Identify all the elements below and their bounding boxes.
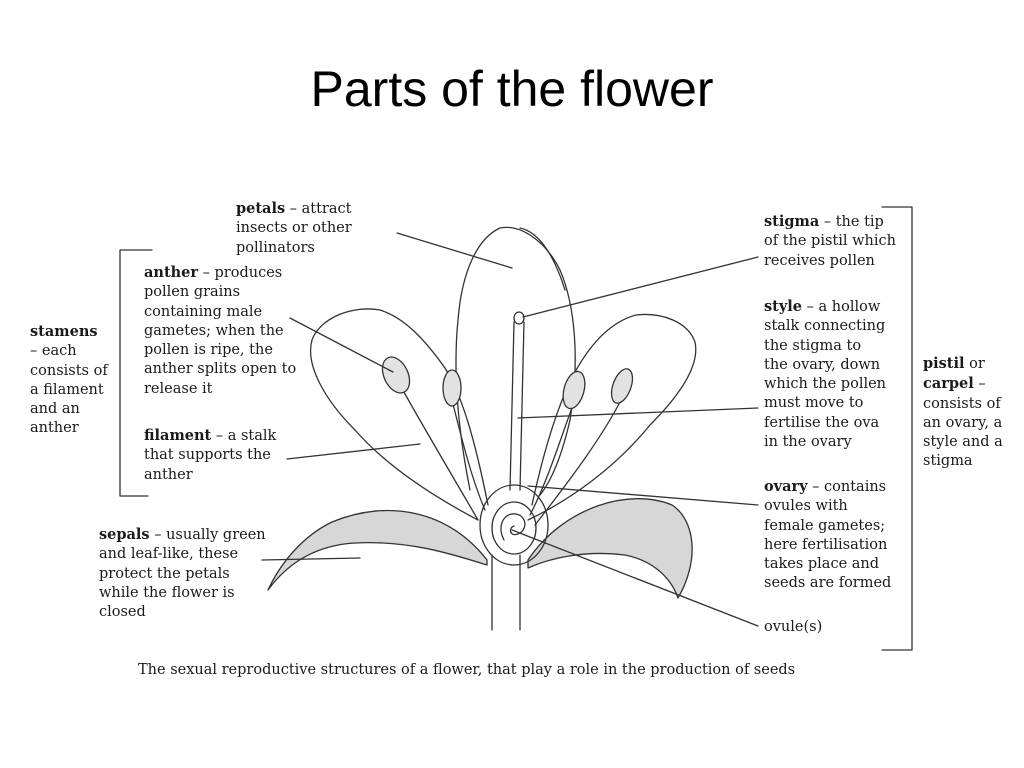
filament-1 — [399, 384, 479, 521]
pistil-bracket — [881, 206, 913, 651]
petal-centre — [455, 226, 576, 496]
label-anther: anther – produces pollen grains containi… — [144, 264, 297, 397]
pointer-ovule — [511, 529, 759, 627]
ovary — [479, 484, 549, 566]
stem — [491, 554, 521, 631]
filament-2 — [451, 399, 486, 511]
pointer-stigma — [522, 256, 759, 318]
anther-4 — [610, 368, 634, 404]
label-ovary: ovary – contains ovules with female game… — [764, 478, 892, 592]
label-pistil: pistil or carpel – consists of an ovary,… — [923, 355, 1003, 470]
label-petals: petals – attract insects or other pollin… — [236, 200, 352, 256]
label-stamens: stamens – each consists of a filament an… — [30, 323, 108, 437]
pointer-sepals — [261, 557, 361, 561]
anther-3 — [562, 370, 586, 410]
label-stigma: stigma – the tip of the pistil which rec… — [764, 213, 896, 269]
pointer-anther — [289, 317, 394, 373]
petal-left — [310, 308, 489, 521]
label-style: style – a hollow stalk connecting the st… — [764, 298, 887, 451]
filament-4 — [534, 401, 621, 526]
stigma — [513, 311, 525, 325]
label-ovules: ovule(s) — [764, 619, 823, 635]
pointer-petals — [396, 232, 513, 269]
label-filament: filament – a stalk that supports the ant… — [144, 427, 277, 483]
sepal-right — [527, 498, 693, 599]
anther-2 — [442, 369, 462, 407]
sepal-left — [267, 509, 488, 591]
anther-1 — [381, 356, 411, 394]
ovule — [500, 513, 526, 541]
style — [509, 321, 525, 491]
pointer-style — [517, 407, 759, 419]
pointer-ovary — [527, 485, 759, 506]
page-title: Parts of the flower — [310, 61, 714, 117]
figure-caption: The sexual reproductive structures of a … — [138, 662, 796, 678]
pointer-filament — [286, 443, 421, 460]
stamens-bracket — [119, 249, 153, 497]
label-sepals: sepals – usually green and leaf-like, th… — [99, 526, 266, 621]
